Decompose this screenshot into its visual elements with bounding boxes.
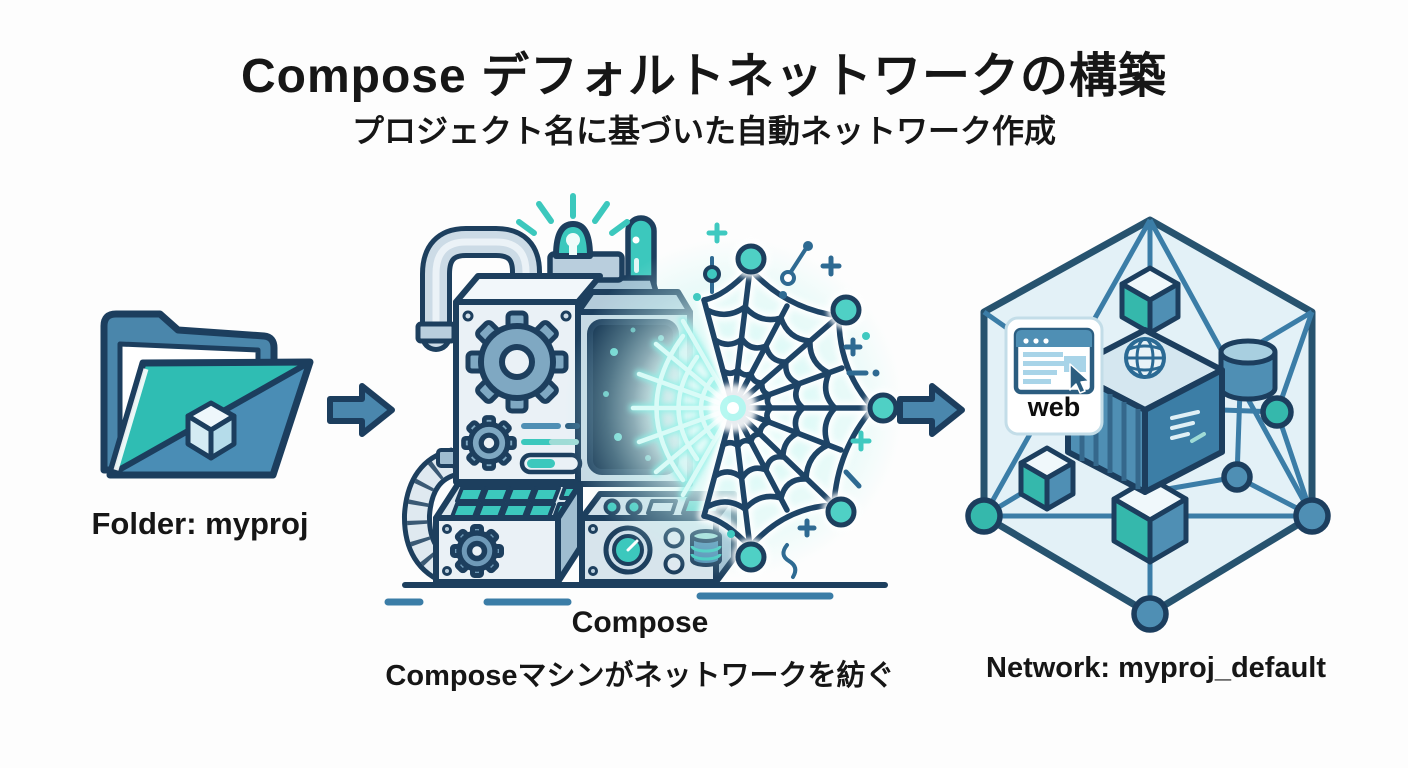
gear-front-icon: [450, 524, 504, 578]
spider-web-illustration: [563, 238, 903, 578]
page-title: Compose デフォルトネットワークの構築: [240, 50, 1168, 103]
network-hexagon-illustration: [965, 216, 1331, 633]
web-node-label: web: [1027, 392, 1081, 422]
page-subtitle: プロジェクト名に基づいた自動ネットワーク作成: [351, 113, 1056, 149]
machine-title: Compose: [571, 606, 709, 639]
gear-icon: [465, 310, 569, 414]
globe-icon: [1124, 337, 1166, 379]
cursor-icon: [1069, 363, 1090, 394]
cube-icon: [1018, 445, 1076, 512]
machine-caption: Composeマシンがネットワークを紡ぐ: [385, 660, 895, 692]
arrow-right-icon: [897, 383, 965, 437]
folder-icon: [100, 310, 314, 479]
keyboard-console: [433, 481, 583, 585]
doc-lines-icon: [1170, 410, 1206, 443]
pipe-icon: [420, 226, 542, 352]
sparkles: [693, 222, 880, 579]
arrow-right-icon: [327, 383, 395, 437]
network-caption: Network: myproj_default: [986, 652, 1326, 684]
folder-caption: Folder: myproj: [91, 506, 309, 541]
ground-line: [384, 582, 888, 606]
cube-icon: [185, 400, 237, 461]
cube-icon: [1119, 265, 1181, 336]
database-cylinder-icon: [1218, 338, 1278, 402]
browser-window-icon: [1004, 316, 1104, 436]
network-node: [965, 395, 1331, 633]
web-node: [732, 240, 902, 576]
gear-small-icon: [461, 415, 517, 471]
